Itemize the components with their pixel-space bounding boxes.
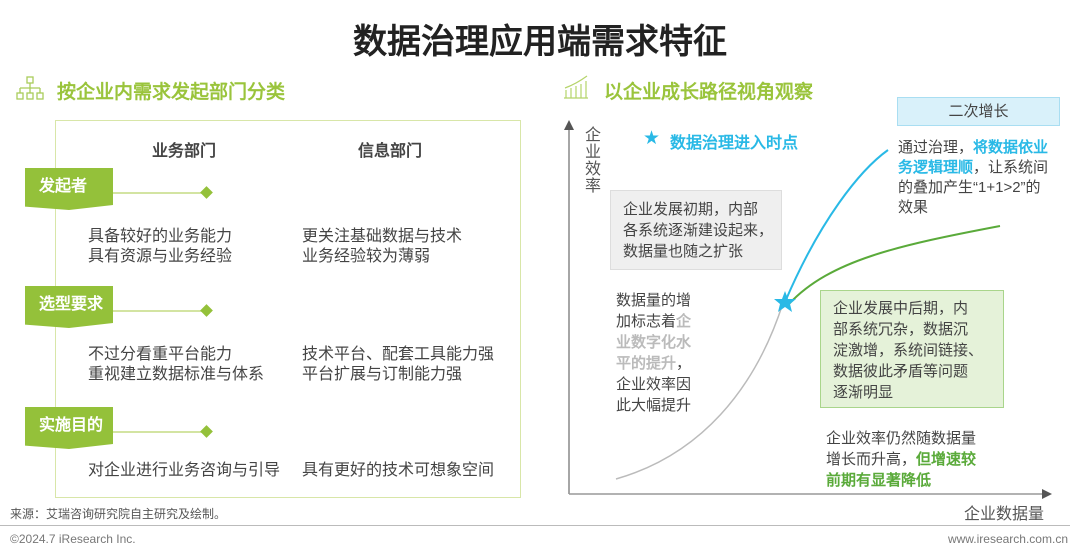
slowed-growth-curve <box>788 225 1001 305</box>
second-growth-curve <box>784 149 889 303</box>
column-header-business: 业务部门 <box>152 143 217 160</box>
slowed-note-a: 企业效率仍然随数据量 增长而升高， <box>826 430 977 468</box>
early-stage-note: 企业发展初期，内部 各系统逐渐建设起来， 数据量也随之扩张 <box>610 190 782 270</box>
connector-line <box>113 310 208 312</box>
tag-purpose: 实施目的 <box>25 407 113 449</box>
selection-business-text: 不过分看重平台能力 重视建立数据标准与体系 <box>88 346 265 383</box>
source-note: 来源：艾瑞咨询研究院自主研究及绘制。 <box>10 507 227 521</box>
selection-info-text: 技术平台、配套工具能力强 平台扩展与订制能力强 <box>302 346 495 383</box>
governance-note-c: ，让系统间的叠加产生“1+1>2”的效果 <box>898 159 1049 216</box>
footer-divider <box>0 525 1070 526</box>
x-axis-arrow <box>1042 489 1052 499</box>
connector-line <box>113 192 208 194</box>
initiator-business-text: 具备较好的业务能力 具有资源与业务经验 <box>88 228 233 265</box>
purpose-info-text: 具有更好的技术可想象空间 <box>302 462 495 479</box>
page-title: 数据治理应用端需求特征 <box>353 23 727 61</box>
tag-selection: 选型要求 <box>25 286 113 328</box>
x-axis-label: 企业数据量 <box>964 506 1045 523</box>
governance-note-highlight: 将数据依业务逻辑理顺 <box>898 139 1049 176</box>
growth-note-highlight: 企 业数字化水 平的提升 <box>616 313 692 372</box>
star-icon: ★ <box>643 128 661 149</box>
tag-initiator: 发起者 <box>25 168 113 210</box>
growth-note-a: 数据量的增 加标志着 <box>616 292 692 330</box>
left-section-heading: 按企业内需求发起部门分类 <box>57 82 286 103</box>
governance-note: 通过治理，将数据依业务逻辑理顺，让系统间的叠加产生“1+1>2”的效果 <box>898 138 1050 218</box>
later-stage-note: 企业发展中后期，内 部系统冗杂，数据沉 淀激增，系统间链接、 数据彼此矛盾等问题… <box>820 290 1004 408</box>
purpose-business-text: 对企业进行业务咨询与引导 <box>88 462 281 479</box>
growth-note: 数据量的增 加标志着企 业数字化水 平的提升， 企业效率因 此大幅提升 <box>616 290 716 416</box>
right-section-heading: 以企业成长路径视角观察 <box>604 82 814 103</box>
slowed-growth-note: 企业效率仍然随数据量 增长而升高，但增速较 前期有显著降低 <box>826 428 1006 491</box>
copyright: ©2024.7 iResearch Inc. <box>10 532 136 546</box>
y-axis-arrow <box>564 120 574 130</box>
column-header-info: 信息部门 <box>358 143 423 160</box>
early-growth-curve <box>615 302 784 480</box>
slowed-note-highlight: 但增速较 前期有显著降低 <box>826 451 977 489</box>
y-axis-label: 企业效率 <box>585 127 602 195</box>
initiator-info-text: 更关注基础数据与技术 业务经验较为薄弱 <box>302 228 463 265</box>
governance-note-a: 通过治理， <box>898 139 974 156</box>
org-chart-icon <box>16 76 44 100</box>
legend-label: 数据治理进入时点 <box>670 135 799 152</box>
second-growth-label: 二次增长 <box>897 97 1060 126</box>
connector-line <box>113 431 208 433</box>
website-link: www.iresearch.com.cn <box>947 532 1068 546</box>
governance-star-marker <box>774 291 796 312</box>
growth-chart-icon <box>564 75 588 99</box>
growth-note-c: ， 企业效率因 此大幅提升 <box>616 355 692 414</box>
